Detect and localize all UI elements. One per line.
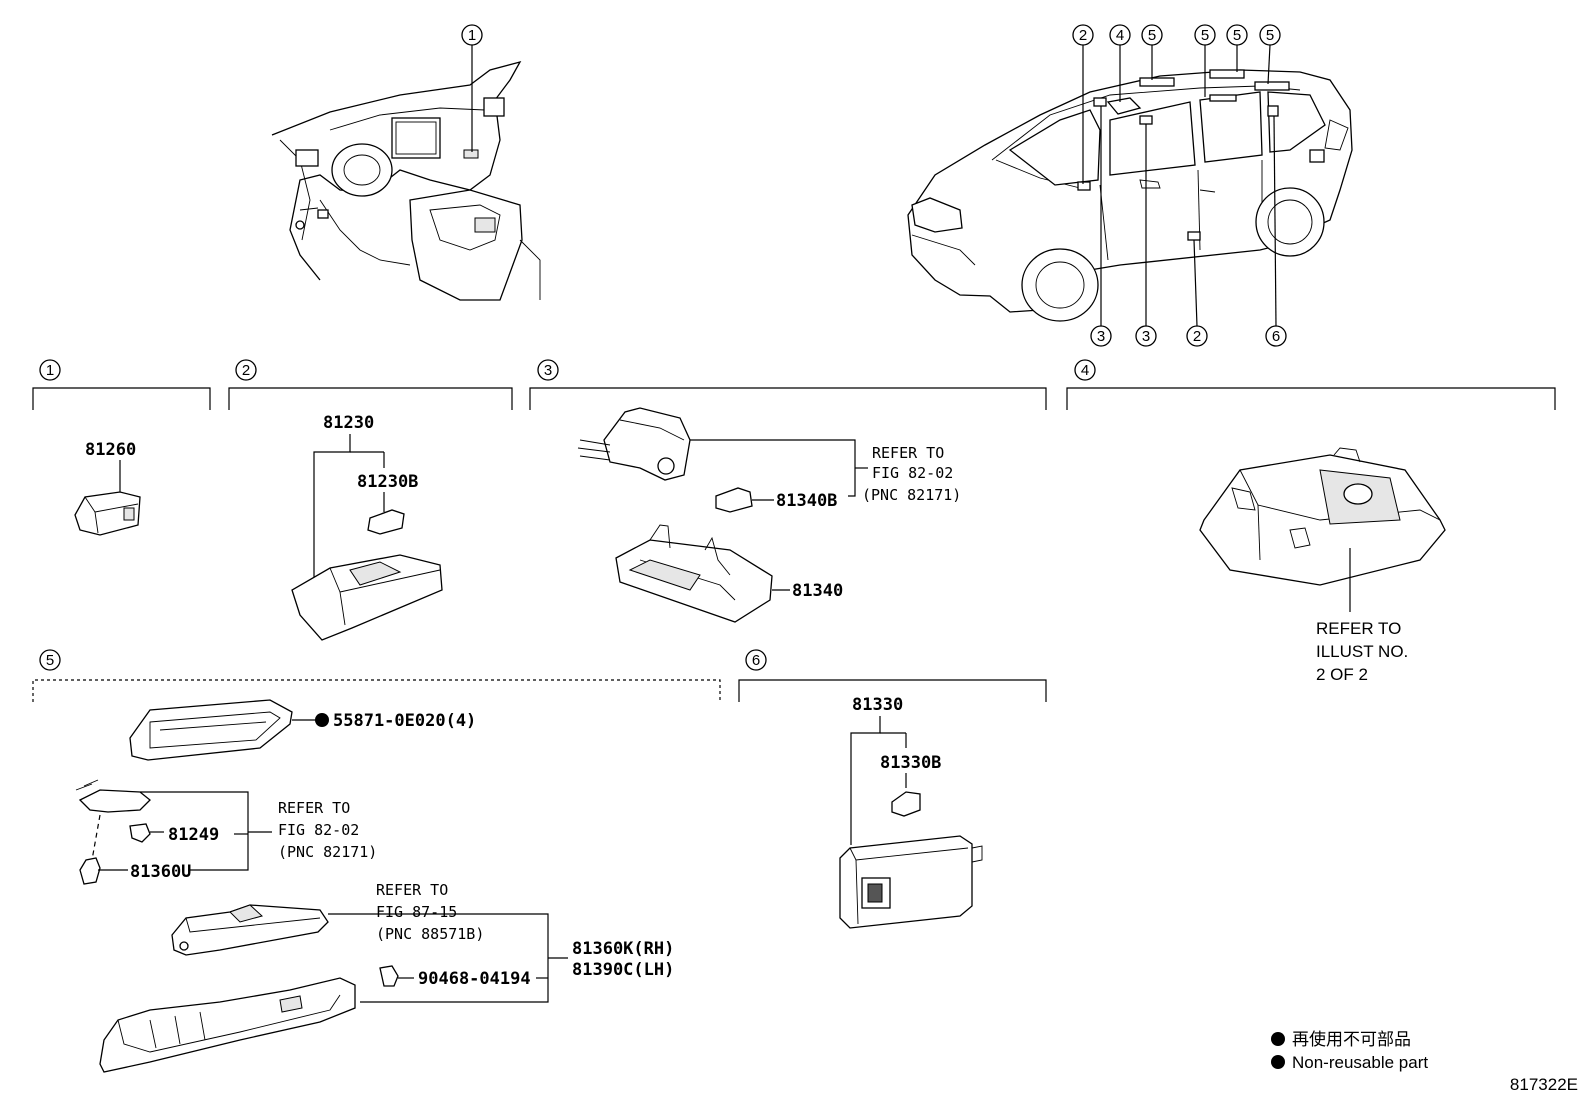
legend: 再使用不可部品 Non-reusable part	[1271, 1029, 1428, 1072]
svg-text:4: 4	[1116, 27, 1124, 44]
section-5-refer-b-line-2: FIG 87-15	[376, 903, 457, 921]
svg-text:1: 1	[46, 362, 54, 379]
svg-text:2: 2	[1079, 27, 1087, 44]
section-4-parts: REFER TO ILLUST NO. 2 OF 2	[1199, 447, 1446, 684]
vehicle-overview-illustration	[907, 69, 1353, 322]
section-3-refer-line-2: FIG 82-02	[872, 464, 953, 482]
section-5-parts: 55871-0E020(4) 81249 81360U REFER TO FIG…	[75, 699, 674, 1073]
svg-text:3: 3	[544, 362, 552, 379]
dashboard-overview-illustration	[271, 60, 541, 301]
svg-text:3: 3	[1097, 328, 1105, 345]
part-number-81360U: 81360U	[130, 862, 191, 882]
non-reusable-bullet-icon-2	[1271, 1055, 1285, 1069]
part-number-55871-0E020-4: 55871-0E020(4)	[333, 711, 476, 731]
dash-callout-1: 1	[461, 24, 483, 46]
svg-text:5: 5	[1266, 27, 1274, 44]
section-5-refer-b-line-1: REFER TO	[376, 881, 448, 899]
section-4-refer-line-3: 2 OF 2	[1316, 665, 1368, 684]
section-5-refer-a-line-3: (PNC 82171)	[278, 843, 377, 861]
section-3-header: 3	[529, 359, 1047, 410]
section-5-refer-a-line-1: REFER TO	[278, 799, 350, 817]
vehicle-callout-5-d: 5	[1259, 24, 1281, 46]
svg-text:2: 2	[242, 362, 250, 379]
part-number-81340B: 81340B	[776, 491, 837, 511]
svg-text:3: 3	[1142, 328, 1150, 345]
section-6-parts: 81330 81330B	[839, 695, 983, 929]
svg-text:6: 6	[752, 652, 760, 669]
vehicle-callout-6: 6	[1265, 325, 1287, 347]
section-1-header: 1	[32, 359, 211, 410]
part-number-81360K-RH: 81360K(RH)	[572, 939, 674, 959]
legend-label-en: Non-reusable part	[1292, 1053, 1428, 1072]
part-number-81330B: 81330B	[880, 753, 941, 773]
svg-text:5: 5	[1201, 27, 1209, 44]
section-3-parts: 81340B REFER TO FIG 82-02 (PNC 82171) 81…	[577, 407, 961, 623]
part-number-81330: 81330	[852, 695, 903, 715]
section-3-refer-line-1: REFER TO	[872, 444, 944, 462]
part-number-81260: 81260	[85, 440, 136, 460]
vehicle-callout-3-b: 3	[1135, 325, 1157, 347]
section-2-header: 2	[228, 359, 513, 410]
section-5-refer-a-line-2: FIG 82-02	[278, 821, 359, 839]
svg-text:2: 2	[1193, 328, 1201, 345]
section-5-header: 5	[32, 649, 721, 702]
part-number-90468-04194: 90468-04194	[418, 969, 531, 989]
svg-text:4: 4	[1081, 362, 1089, 379]
section-1-parts: 81260	[74, 440, 141, 536]
part-number-81249: 81249	[168, 825, 219, 845]
part-number-81340: 81340	[792, 581, 843, 601]
vehicle-callout-2-top: 2	[1072, 24, 1094, 46]
section-3-refer-line-3: (PNC 82171)	[862, 486, 961, 504]
svg-text:6: 6	[1272, 328, 1280, 345]
section-4-refer-line-2: ILLUST NO.	[1316, 642, 1408, 661]
svg-text:5: 5	[1148, 27, 1156, 44]
section-4-header: 4	[1066, 359, 1556, 410]
vehicle-callout-4: 4	[1109, 24, 1131, 46]
diagram-id: 817322E	[1510, 1075, 1578, 1094]
vehicle-callout-3-a: 3	[1090, 325, 1112, 347]
legend-label-cn: 再使用不可部品	[1292, 1029, 1411, 1049]
non-reusable-bullet-icon	[1271, 1032, 1285, 1046]
vehicle-callout-2-bottom: 2	[1186, 325, 1208, 347]
part-number-81230B: 81230B	[357, 472, 418, 492]
svg-text:5: 5	[46, 652, 54, 669]
section-2-parts: 81230 81230B	[291, 413, 443, 641]
part-number-81230: 81230	[323, 413, 374, 433]
vehicle-callout-5-c: 5	[1226, 24, 1248, 46]
vehicle-callout-5-a: 5	[1141, 24, 1163, 46]
section-5-refer-b-line-3: (PNC 88571B)	[376, 925, 484, 943]
vehicle-callout-5-b: 5	[1194, 24, 1216, 46]
section-4-refer-line-1: REFER TO	[1316, 619, 1401, 638]
svg-text:5: 5	[1233, 27, 1241, 44]
svg-text:1: 1	[468, 27, 476, 44]
section-6-header: 6	[738, 649, 1047, 702]
part-number-81390C-LH: 81390C(LH)	[572, 960, 674, 980]
